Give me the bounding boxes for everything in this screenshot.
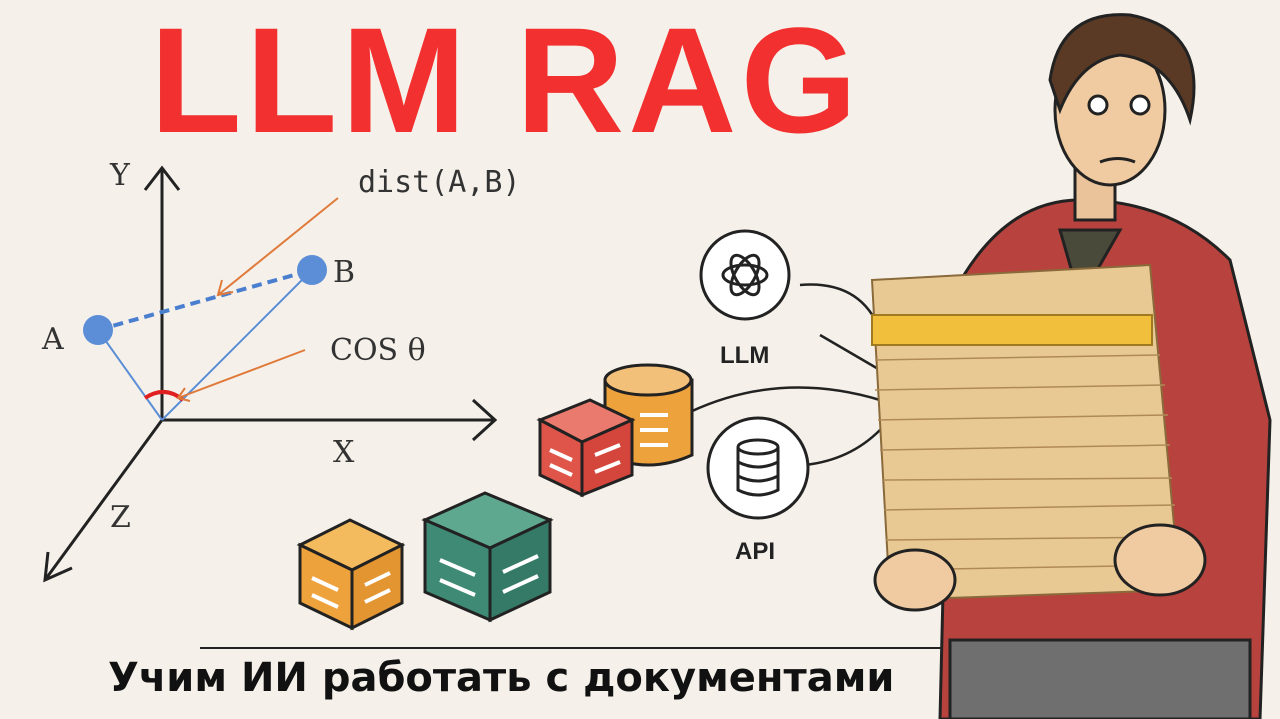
axis-z-label: Z	[110, 500, 131, 535]
distance-label: dist(A,B)	[358, 165, 521, 200]
point-a-label: A	[42, 322, 64, 357]
llm-label: LLM	[720, 342, 770, 369]
axis-x-label: X	[333, 435, 355, 470]
pointer-arrows	[176, 197, 339, 402]
subtitle: Учим ИИ работать с документами	[108, 655, 895, 701]
vectors	[83, 255, 327, 421]
database-icon	[706, 416, 810, 520]
cube-orange	[296, 518, 406, 631]
point-b	[297, 255, 327, 285]
axis-y-label: Y	[110, 158, 130, 193]
api-label: API	[735, 538, 776, 565]
page-title: LLM RAG	[150, 0, 862, 164]
hands	[873, 523, 1207, 612]
cube-teal	[421, 491, 554, 623]
point-a	[83, 315, 113, 345]
cube-red	[536, 398, 636, 498]
point-b-label: B	[333, 255, 356, 290]
cosine-label: COS θ	[330, 333, 426, 368]
openai-icon	[699, 229, 791, 321]
coordinate-axes	[43, 165, 498, 583]
paper-stack	[870, 263, 1182, 602]
